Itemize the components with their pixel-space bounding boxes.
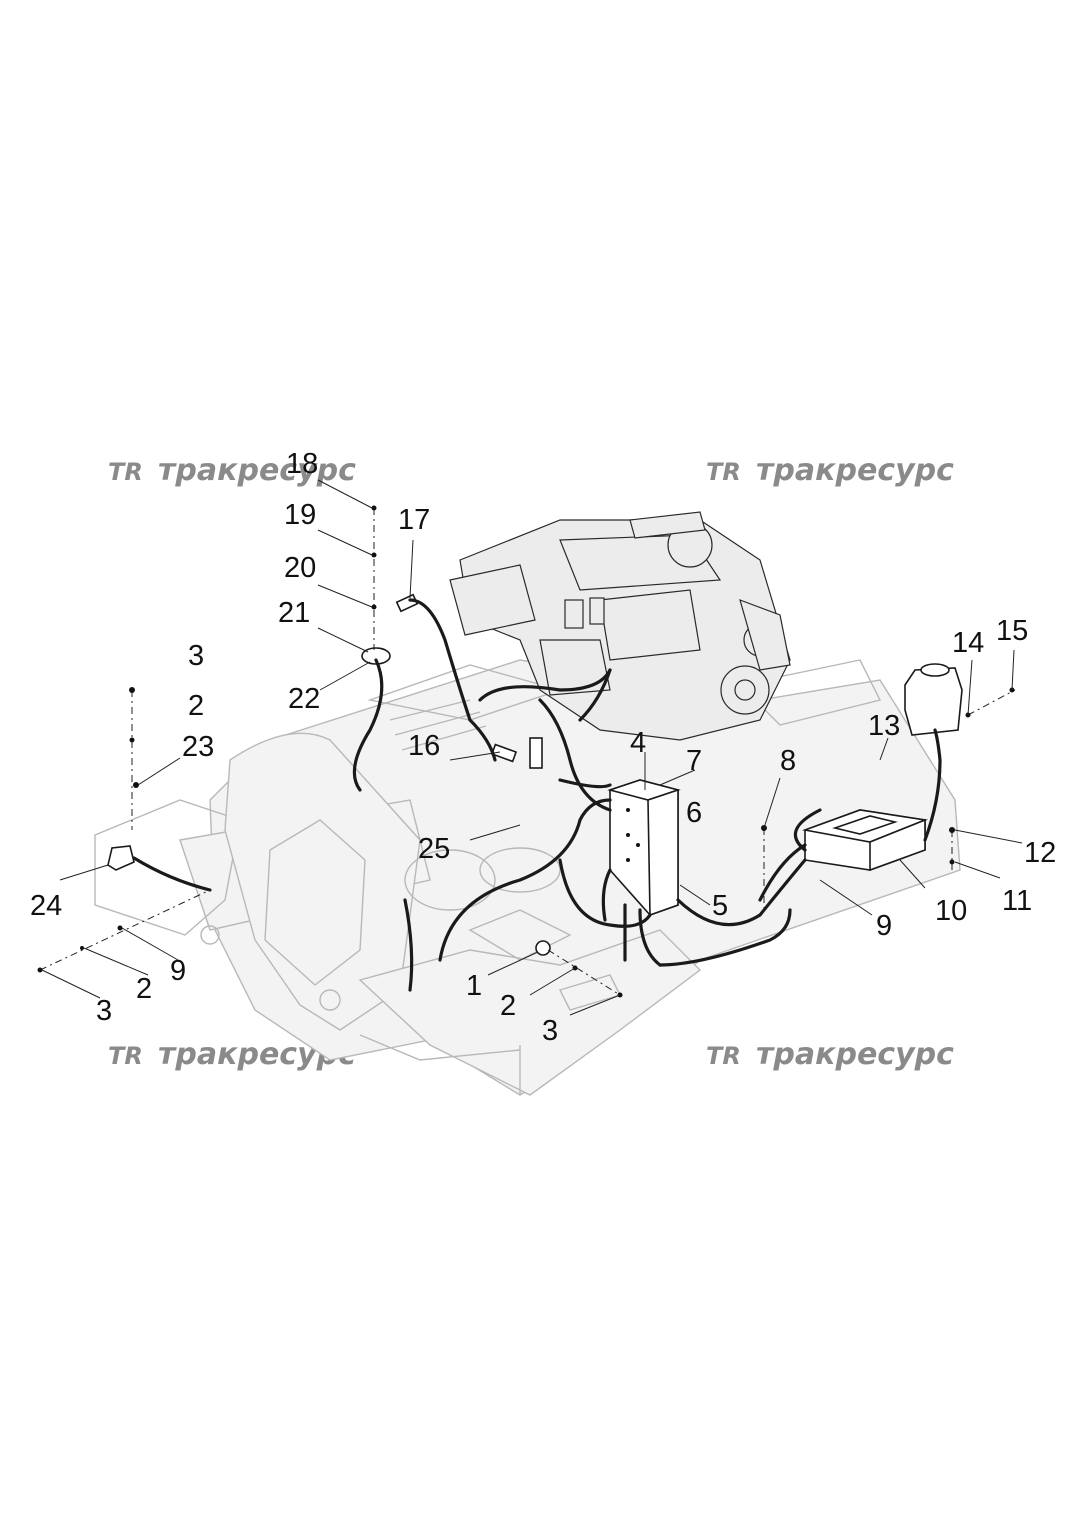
assembly-lines [37, 505, 1016, 998]
watermark-text: тракресурс [756, 1037, 954, 1072]
sensor-17 [395, 593, 419, 613]
watermark-logo-mark: TR [108, 1042, 143, 1070]
callout-22: 22 [288, 683, 320, 715]
callout-10: 10 [935, 895, 967, 927]
leader-lines [41, 479, 1023, 1016]
callout-2: 2 [188, 690, 204, 722]
watermark-text: тракресурс [756, 453, 954, 488]
callout-16: 16 [408, 730, 440, 762]
callout-14: 14 [952, 627, 984, 659]
watermark-text: тракресурс [158, 453, 356, 488]
horn [107, 845, 135, 871]
callout-3: 3 [96, 995, 112, 1027]
connector-1 [535, 940, 551, 956]
callout-3: 3 [542, 1015, 558, 1047]
callout-18: 18 [286, 448, 318, 480]
callout-20: 20 [284, 552, 316, 584]
callout-2: 2 [136, 973, 152, 1005]
callout-1: 1 [466, 970, 482, 1002]
machine-frame [94, 659, 961, 1096]
watermark-bottom-right: TR тракресурс [706, 1037, 954, 1072]
callout-11: 11 [1002, 885, 1032, 917]
callout-13: 13 [868, 710, 900, 742]
watermark-logo-mark: TR [706, 458, 741, 486]
wire-harness [132, 598, 942, 992]
callout-8: 8 [780, 745, 796, 777]
callout-23: 23 [182, 731, 214, 763]
callout-19: 19 [284, 499, 316, 531]
callout-21: 21 [278, 597, 310, 629]
callout-6: 6 [686, 797, 702, 829]
watermark-top-left: TR тракресурс [108, 453, 356, 488]
control-box [607, 779, 681, 917]
callout-5: 5 [712, 890, 728, 922]
callout-12: 12 [1024, 837, 1056, 869]
callout-15: 15 [996, 615, 1028, 647]
callout-9: 9 [876, 910, 892, 942]
watermark-logo-mark: TR [706, 1042, 741, 1070]
callout-24: 24 [30, 890, 62, 922]
callout-25: 25 [418, 833, 450, 865]
connector-16 [490, 737, 543, 769]
callout-2: 2 [500, 990, 516, 1022]
callout-9: 9 [170, 955, 186, 987]
reservoir [904, 663, 963, 736]
watermark-logo-mark: TR [108, 458, 143, 486]
callout-3: 3 [188, 640, 204, 672]
battery-box [801, 809, 929, 872]
callout-4: 4 [630, 727, 646, 759]
engine-assembly [449, 511, 791, 741]
callout-17: 17 [398, 504, 430, 536]
callout-7: 7 [686, 745, 702, 777]
callouts: 18 19 20 17 21 3 22 2 23 16 4 7 8 6 12 2… [30, 448, 1056, 1047]
watermark-top-right: TR тракресурс [706, 453, 954, 488]
